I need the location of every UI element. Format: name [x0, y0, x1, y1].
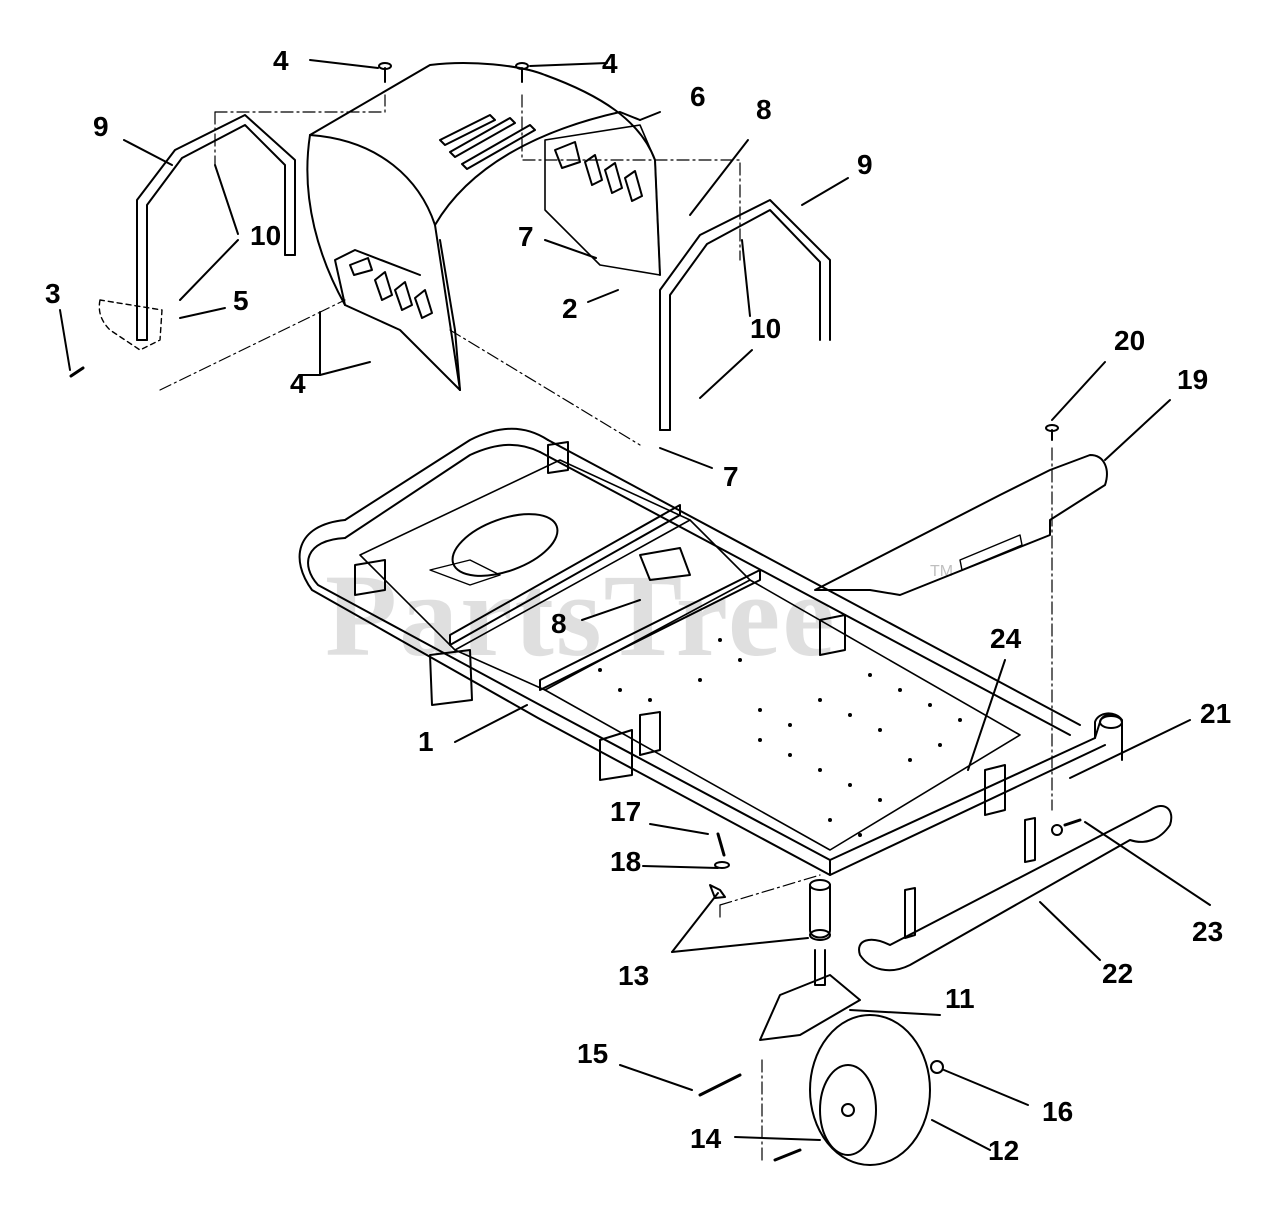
callout-9-right[interactable]: 9 [857, 149, 873, 180]
callout-14[interactable]: 14 [690, 1123, 722, 1154]
callout-20[interactable]: 20 [1114, 325, 1146, 356]
hood-part [306, 62, 661, 391]
caster-assembly [709, 879, 931, 1166]
trademark-mark: TM [930, 563, 954, 580]
callout-13[interactable]: 13 [618, 960, 650, 991]
deck-perforations [598, 638, 962, 837]
callout-5[interactable]: 5 [233, 285, 249, 316]
callout-9-left[interactable]: 9 [93, 111, 109, 142]
callout-4-top-left[interactable]: 4 [273, 45, 289, 76]
callout-3[interactable]: 3 [45, 278, 61, 309]
callout-23[interactable]: 23 [1192, 916, 1224, 947]
callout-16[interactable]: 16 [1042, 1096, 1074, 1127]
roll-bar-right [659, 199, 831, 431]
callout-7-lower[interactable]: 7 [723, 461, 739, 492]
hardware [69, 62, 1082, 1162]
callout-19[interactable]: 19 [1177, 364, 1209, 395]
callout-1[interactable]: 1 [418, 726, 434, 757]
callout-10-left[interactable]: 10 [250, 220, 282, 251]
partstree-watermark: PartsTree [325, 550, 837, 681]
callout-8-upper[interactable]: 8 [756, 94, 772, 125]
callout-6[interactable]: 6 [690, 81, 706, 112]
callout-18[interactable]: 18 [610, 846, 642, 877]
frame-part [298, 427, 1123, 876]
callout-17[interactable]: 17 [610, 796, 642, 827]
bumper-part [858, 805, 1173, 972]
callout-22[interactable]: 22 [1102, 958, 1134, 989]
callout-4-top-right[interactable]: 4 [602, 48, 618, 79]
roll-bar-left [98, 114, 296, 351]
callout-15[interactable]: 15 [577, 1038, 609, 1069]
callout-11[interactable]: 11 [945, 983, 975, 1014]
leader-lines [59, 59, 1211, 1151]
callout-8-lower[interactable]: 8 [551, 608, 567, 639]
callout-10-right[interactable]: 10 [750, 313, 782, 344]
assembly-lines [159, 94, 1053, 1161]
callout-21[interactable]: 21 [1200, 698, 1232, 729]
callout-24[interactable]: 24 [990, 623, 1022, 654]
callout-7-upper[interactable]: 7 [518, 221, 534, 252]
callout-4-hood-side[interactable]: 4 [290, 368, 306, 399]
callout-2[interactable]: 2 [562, 293, 578, 324]
callout-12[interactable]: 12 [988, 1135, 1020, 1166]
fender-part [814, 454, 1108, 596]
